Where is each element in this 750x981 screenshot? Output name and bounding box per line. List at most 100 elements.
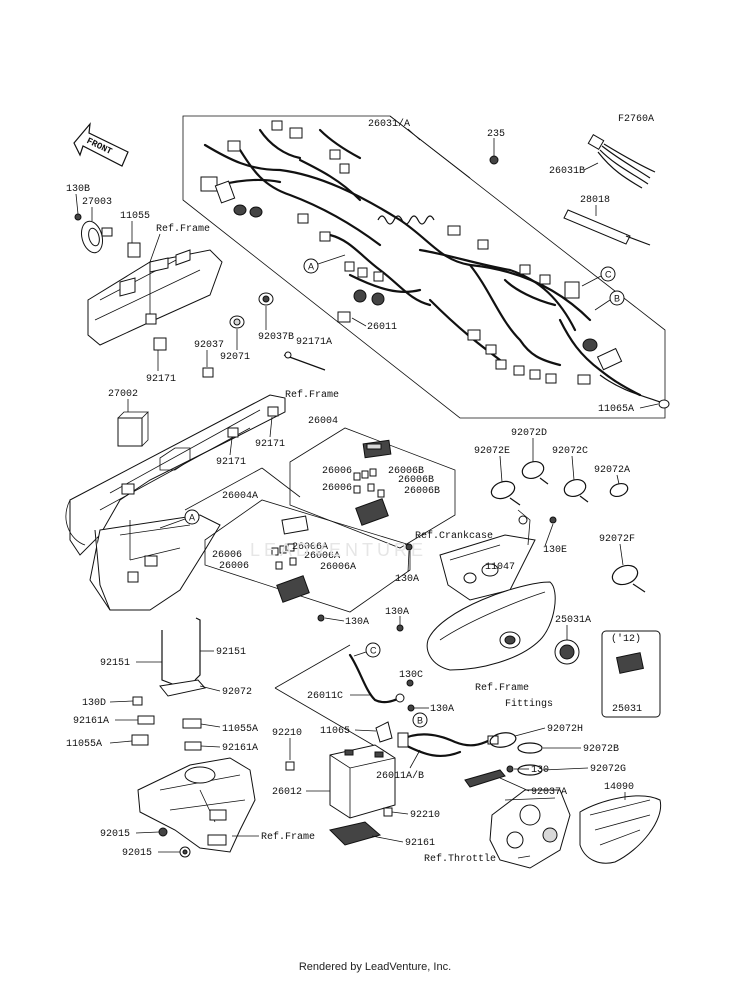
svg-text:C: C: [605, 270, 612, 280]
clamp-92072h: [489, 732, 517, 748]
crankcase-cover: [426, 581, 556, 671]
cover-14090: [579, 795, 662, 864]
clamp-92072e: [490, 480, 521, 506]
svg-text:B: B: [417, 716, 423, 726]
battery-tray-frame: [137, 757, 256, 853]
nut-92015-a: [158, 827, 168, 837]
label-11065: 11065: [320, 726, 350, 737]
label-11055: 11055: [120, 211, 150, 222]
bolt-130a-d: [407, 704, 415, 712]
clamp-92171-c: [267, 406, 279, 417]
label-27002: 27002: [108, 389, 138, 400]
harness-connectors: [200, 120, 670, 409]
connector-a-1: A: [303, 254, 346, 274]
label-92171-a: 92171: [146, 374, 176, 385]
label-92072h: 92072H: [547, 724, 583, 735]
pad-92161a-a: [137, 715, 155, 725]
label-28018: 28018: [580, 195, 610, 206]
label-26006b-1: 26006B: [388, 466, 424, 477]
diagram-code: F2760A: [618, 114, 654, 125]
band-92171a: [283, 351, 326, 371]
label-92072e: 92072E: [474, 446, 510, 457]
label-11055a-b: 11055A: [222, 724, 258, 735]
bracket-11055a-a: [131, 734, 149, 746]
pad-92210-b: [383, 807, 393, 817]
label-130a-c: 130A: [385, 607, 409, 618]
bolt-130: [506, 765, 514, 773]
label-92072b: 92072B: [583, 744, 619, 755]
bolt-130a-b: [317, 614, 325, 622]
label-92171a: 92171A: [296, 337, 332, 348]
pad-92161: [329, 821, 382, 846]
label-130b: 130B: [66, 184, 90, 195]
label-92151-a: 92151: [100, 658, 130, 669]
bolt-130e: [549, 516, 557, 524]
bracket-11055: [127, 242, 141, 258]
label-92037: 92037: [194, 340, 224, 351]
svg-text:A: A: [189, 513, 195, 523]
fuse-box-26004a-group: [184, 467, 411, 613]
label-26031a: 26031/A: [368, 118, 410, 130]
label-92161: 92161: [405, 838, 435, 849]
label-26012: 26012: [272, 787, 302, 798]
label-92210-b: 92210: [410, 810, 440, 821]
tube-28018: [563, 209, 651, 246]
main-frame: [65, 394, 286, 611]
label-235: 235: [487, 129, 505, 140]
label-92161a-a: 92161A: [73, 716, 109, 727]
grommet-235: [489, 155, 499, 165]
plate-92072: [159, 679, 206, 697]
label-92072: 92072: [222, 687, 252, 698]
label-11047: 11047: [485, 562, 515, 573]
sub-harness-26031b: [587, 133, 656, 189]
label-fittings: Fittings: [505, 698, 553, 710]
bolt-130d: [132, 696, 143, 706]
label-27003: 27003: [82, 197, 112, 208]
svg-text:B: B: [614, 294, 620, 304]
label-130a-a: 130A: [395, 574, 419, 585]
clamp-92072b: [517, 742, 543, 754]
label-92072f: 92072F: [599, 534, 635, 545]
label-ref-frame-1: Ref.Frame: [156, 223, 210, 235]
clamp-92072d: [521, 460, 549, 485]
throttle-body: [489, 789, 571, 869]
label-26011: 26011: [367, 322, 397, 333]
bolt-130a-a: [405, 543, 413, 551]
connector-b-1: B: [594, 290, 625, 311]
label-92151-b: 92151: [216, 647, 246, 658]
label-92171-c: 92171: [216, 457, 246, 468]
main-harness-frame: [182, 115, 666, 419]
label-92072a: 92072A: [594, 465, 630, 476]
label-14090: 14090: [604, 782, 634, 793]
bracket-11055a-b: [182, 718, 202, 729]
label-26006a-2: 26006A: [304, 551, 340, 562]
label-25031a: 25031A: [555, 615, 591, 626]
bolt-130a-c: [396, 624, 404, 632]
label-26006a-1: 26006A: [292, 542, 328, 553]
watermark-text: LEADVENTURE: [250, 540, 428, 560]
inset-25031: [601, 630, 661, 718]
label-26004: 26004: [308, 416, 338, 427]
cable-26011c: [348, 653, 405, 704]
label-130d: 130D: [82, 698, 106, 709]
label-25031: 25031: [612, 704, 642, 715]
pad-92210-a: [285, 761, 295, 771]
label-26006-c: 26006: [212, 550, 242, 561]
label-130: 130: [531, 765, 549, 776]
label-ref-crankcase: Ref.Crankcase: [415, 530, 493, 542]
upper-frame-section: [87, 249, 223, 351]
relay-27002: [117, 411, 149, 447]
pad-92161a-b: [184, 741, 202, 751]
label-130a-d: 130A: [430, 704, 454, 715]
bolt-130c: [406, 679, 414, 687]
clamp-92072a: [609, 482, 629, 498]
battery-26012: [329, 744, 396, 819]
clamp-92072f: [611, 564, 646, 593]
clamp-92171-b: [227, 427, 239, 438]
label-26006-b: 26006: [322, 483, 352, 494]
connector-c-2: C: [353, 642, 381, 658]
boot-11065: [375, 721, 393, 743]
label-ref-frame-2: Ref.Frame: [285, 389, 339, 401]
label-ref-frame-4: Ref.Frame: [261, 831, 315, 843]
clamp-92037: [202, 367, 214, 378]
